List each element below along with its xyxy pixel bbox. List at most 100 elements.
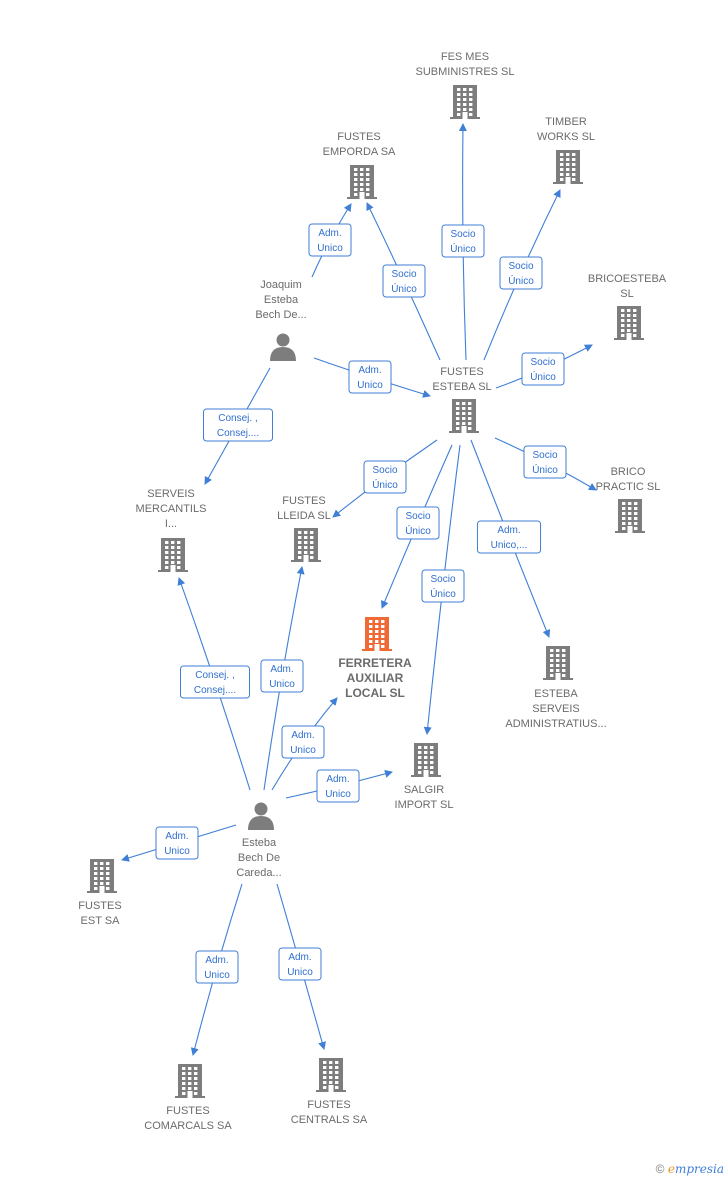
building-window: [106, 862, 110, 865]
building-window: [335, 1071, 339, 1074]
building-window: [463, 93, 467, 96]
edge-label-box[interactable]: Adm.Unico: [316, 769, 360, 803]
building-window: [566, 163, 570, 166]
building-window: [572, 173, 576, 176]
edge-label-box[interactable]: Consej. ,Consej....: [203, 408, 273, 442]
edge-label-line: Socio: [391, 269, 416, 280]
edge-label-line: Socio: [530, 357, 555, 368]
edge-label-box[interactable]: Adm.Unico: [278, 947, 322, 981]
edge-label-line: Único: [430, 587, 456, 600]
building-window: [468, 402, 472, 405]
node-label-line: MERCANTILS: [136, 503, 207, 515]
empresia-watermark[interactable]: © empresia: [656, 1162, 724, 1176]
building-window: [182, 1082, 186, 1085]
edge-label-box[interactable]: Adm.Unico: [348, 360, 392, 394]
building-icon[interactable]: [362, 617, 392, 651]
building-icon[interactable]: [316, 1058, 346, 1092]
building-icon[interactable]: [450, 85, 480, 119]
building-window: [194, 1067, 198, 1070]
node-label-line: SUBMINISTRES SL: [415, 66, 514, 78]
building-door: [374, 644, 380, 651]
edge-label-line: Unico: [204, 970, 230, 981]
edge-label-box[interactable]: Adm.Unico: [195, 950, 239, 984]
building-window: [622, 507, 626, 510]
building-window: [628, 512, 632, 515]
building-icon[interactable]: [291, 528, 321, 562]
building-icon[interactable]: [87, 859, 117, 893]
building-window: [194, 1072, 198, 1075]
building-window: [188, 1082, 192, 1085]
building-door: [626, 333, 632, 340]
building-window: [572, 163, 576, 166]
node-label-line: Esteba: [264, 294, 299, 306]
building-icon[interactable]: [158, 538, 188, 572]
edge-label-box[interactable]: Adm.Unico: [260, 659, 304, 693]
building-window: [381, 635, 385, 638]
person-icon[interactable]: [270, 333, 296, 362]
building-icon[interactable]: [553, 150, 583, 184]
edge-label-line: Unico: [357, 380, 383, 391]
building-icon[interactable]: [615, 499, 645, 533]
building-window: [463, 103, 467, 106]
person-icon[interactable]: [248, 802, 274, 831]
building-window: [622, 512, 626, 515]
building-window: [463, 88, 467, 91]
building-icon[interactable]: [543, 646, 573, 680]
edge-label-box[interactable]: Adm.Unico: [281, 725, 325, 759]
building-window: [381, 630, 385, 633]
node-label-line: SL: [620, 288, 633, 300]
building-window: [106, 882, 110, 885]
building-window: [165, 546, 169, 549]
edge-label-line: Adm.: [165, 831, 188, 842]
edge-label-box[interactable]: Adm.Unico: [155, 826, 199, 860]
node-label-line: BRICOESTEBA: [588, 273, 667, 285]
building-window: [310, 541, 314, 544]
edge-label-box[interactable]: Adm.Unico: [308, 223, 352, 257]
edge-label-box[interactable]: Adm.Unico,...: [476, 520, 542, 554]
building-icon[interactable]: [411, 743, 441, 777]
edge-label-line: Único: [532, 463, 558, 476]
building-icon[interactable]: [175, 1064, 205, 1098]
node-serveis-mercantils[interactable]: SERVEISMERCANTILSI...: [136, 488, 207, 572]
building-window: [182, 1077, 186, 1080]
building-window: [633, 324, 637, 327]
node-esteba-serveis[interactable]: ESTEBASERVEISADMINISTRATIUS...: [505, 646, 607, 730]
building-icon[interactable]: [614, 306, 644, 340]
building-window: [165, 551, 169, 554]
edge-label-line: Unico: [325, 789, 351, 800]
building-window: [304, 551, 308, 554]
node-label-line: CENTRALS SA: [291, 1114, 368, 1126]
building-window: [621, 309, 625, 312]
building-window: [323, 1066, 327, 1069]
building-window: [298, 541, 302, 544]
edge-label-box[interactable]: Consej. ,Consej....: [180, 665, 250, 699]
building-window: [456, 427, 460, 430]
building-icon[interactable]: [449, 399, 479, 433]
building-window: [100, 872, 104, 875]
node-bricoesteba[interactable]: BRICOESTEBA SL: [588, 273, 667, 340]
building-window: [329, 1061, 333, 1064]
building-icon[interactable]: [347, 165, 377, 199]
building-window: [171, 551, 175, 554]
